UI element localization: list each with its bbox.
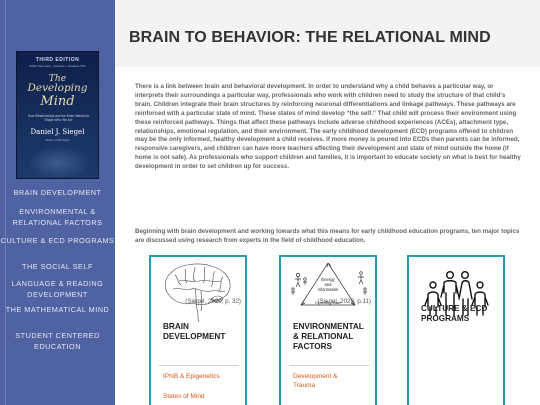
book-title-the: The	[48, 74, 67, 84]
card-citation: (Siegel, 2020, p. 32)	[185, 298, 241, 305]
nav-item-mathematical-mind[interactable]: THE MATHEMATICAL MIND	[5, 305, 110, 314]
topics-paragraph: Beginning with brain development and wor…	[135, 228, 520, 244]
link-states-of-mind[interactable]: States of Mind	[163, 393, 205, 400]
diagram-label-embodied-brain: Embodied brain	[315, 301, 340, 305]
book-subtitle: How Relationships and the Brain Interact…	[27, 114, 90, 122]
book-title-line1: Developing	[27, 82, 88, 94]
relational-triangle-diagram: Energy and information Embodied brain	[291, 262, 367, 306]
card-environmental-relational-factors[interactable]: Energy and information Embodied brain (S…	[279, 255, 377, 405]
family-icon	[424, 270, 489, 316]
brain-sketch-image	[164, 263, 231, 323]
book-author: Daniel J. Siegel	[30, 128, 85, 136]
intro-paragraph: There is a link between brain and behavi…	[135, 83, 521, 171]
card-title[interactable]: BRAIN DEVELOPMENT	[163, 322, 226, 341]
page-header: BRAIN TO BEHAVIOR: THE RELATIONAL MIND	[115, 0, 540, 67]
diagram-label-energy: Energy	[321, 277, 335, 282]
diagram-label-and: and	[325, 282, 333, 287]
card-divider	[289, 365, 369, 366]
book-cover-image[interactable]: THIRD EDITION Robert Deb Hurley · Kathar…	[16, 51, 99, 179]
book-foreword: Author of Mindsight	[45, 138, 70, 142]
diagram-label-information: information	[318, 287, 339, 292]
book-authors: Robert Deb Hurley · Katharine L. Kasahar…	[29, 65, 86, 68]
nav-item-brain-development[interactable]: BRAIN DEVELOPMENT	[13, 188, 102, 197]
card-title[interactable]: CULTURE & ECD PROGRAMS	[421, 304, 488, 323]
book-title-line2: Mind	[40, 94, 75, 109]
page-title: BRAIN TO BEHAVIOR: THE RELATIONAL MIND	[129, 29, 491, 46]
nav-item-social-self[interactable]: THE SOCIAL SELF	[22, 262, 93, 271]
card-divider	[159, 365, 239, 366]
card-brain-development[interactable]: (Siegel, 2020, p. 32) BRAIN DEVELOPMENT …	[149, 255, 247, 405]
nav-item-environmental-relational-factors[interactable]: ENVIRONMENTAL & RELATIONAL FACTORS	[12, 207, 103, 227]
sidebar: THIRD EDITION Robert Deb Hurley · Kathar…	[0, 0, 115, 405]
link-development-trauma[interactable]: Development & Trauma	[293, 373, 338, 389]
link-ipnb-epigenetics[interactable]: IPNB & Epigenetics	[163, 373, 220, 380]
nav-item-student-centered-education[interactable]: STUDENT CENTERED EDUCATION	[15, 331, 100, 351]
card-title[interactable]: ENVIRONMENTAL & RELATIONAL FACTORS	[293, 322, 364, 351]
book-edition: THIRD EDITION	[35, 57, 80, 63]
card-culture-ecd-programs[interactable]: CULTURE & ECD PROGRAMS	[407, 255, 505, 405]
card-citation: (Siegel, 2020, p.11)	[317, 298, 371, 305]
sidebar-edge-line	[5, 0, 6, 405]
nav-item-language-reading-development[interactable]: LANGUAGE & READING DEVELOPMENT	[11, 279, 104, 299]
nav-item-culture-ecd-programs[interactable]: CULTURE & ECD PROGRAMS	[0, 236, 115, 245]
main-content: There is a link between brain and behavi…	[115, 67, 540, 405]
book-cover-glow	[27, 146, 90, 178]
